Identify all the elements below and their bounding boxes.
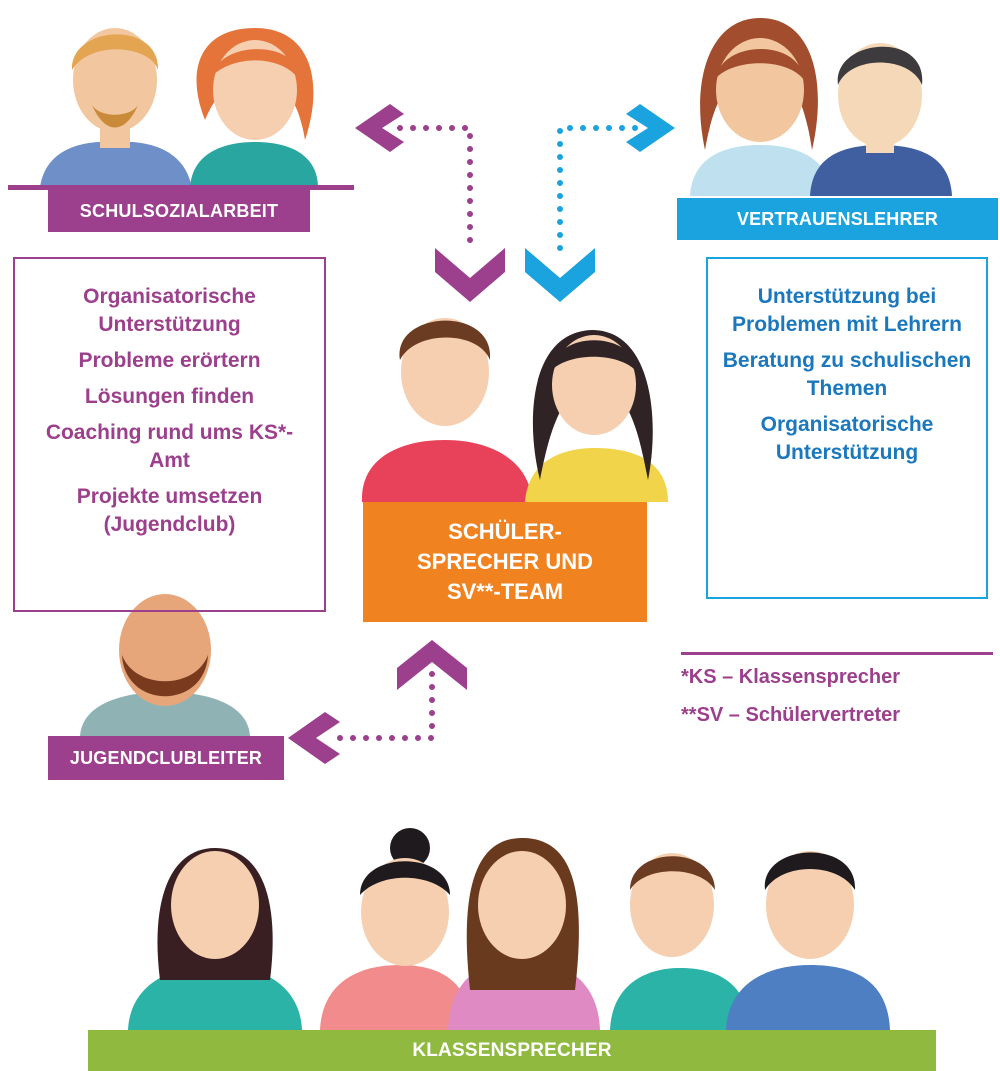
chevron-right-icon — [626, 104, 675, 152]
jugendclubleiter-label: JUGENDCLUBLEITER — [48, 736, 284, 780]
schuelersprecher-box: SCHÜLER- SPRECHER UND SV**-TEAM — [363, 502, 647, 622]
center-line: SPRECHER UND — [416, 549, 594, 574]
center-line: SCHÜLER- — [448, 519, 562, 544]
connector-vertrauenslehrer — [557, 125, 638, 253]
chevron-down-icon — [435, 248, 505, 302]
task-item: Organisatorische Unterstützung — [760, 413, 934, 464]
footnote-divider — [681, 652, 993, 655]
task-item: Beratung zu schulischen Themen — [722, 349, 972, 400]
schulsozialarbeit-tasks-box: Organisatorische Unterstützung Probleme … — [13, 257, 326, 612]
center-line: SV**-TEAM — [446, 579, 564, 604]
vertrauenslehrer-tasks-box: Unterstützung bei Problemen mit Lehrern … — [706, 257, 988, 599]
task-item: Projekte umsetzen (Jugendclub) — [76, 485, 263, 536]
schuelersprecher-people-illustration — [361, 318, 668, 502]
task-item: Lösungen finden — [84, 385, 255, 408]
chevron-left-icon — [288, 712, 340, 764]
chevron-left-icon — [355, 104, 404, 152]
task-item: Unterstützung bei Problemen mit Lehrern — [732, 285, 962, 336]
task-item: Coaching rund ums KS*-Amt — [45, 421, 294, 472]
chevron-up-icon — [397, 640, 467, 690]
vertrauenslehrer-label: VERTRAUENSLEHRER — [677, 198, 998, 240]
schulsozialarbeit-people-illustration — [8, 28, 354, 190]
connector-jugendclubleiter — [337, 669, 435, 741]
footnotes: *KS – Klassensprecher **SV – Schülervert… — [681, 634, 981, 734]
task-item: Organisatorische Unterstützung — [83, 285, 256, 336]
connector-schulsozialarbeit — [397, 125, 473, 253]
klassensprecher-label: KLASSENSPRECHER — [88, 1030, 936, 1071]
task-item: Probleme erörtern — [78, 349, 261, 372]
klassensprecher-people-illustration — [128, 828, 890, 1030]
footnote-sv: **SV – Schülervertreter — [681, 704, 901, 726]
vertrauenslehrer-people-illustration — [690, 18, 952, 196]
chevron-down-icon — [525, 248, 595, 302]
jugendclubleiter-person-illustration — [80, 594, 250, 736]
schulsozialarbeit-label: SCHULSOZIALARBEIT — [48, 190, 310, 232]
footnote-ks: *KS – Klassensprecher — [681, 666, 901, 688]
